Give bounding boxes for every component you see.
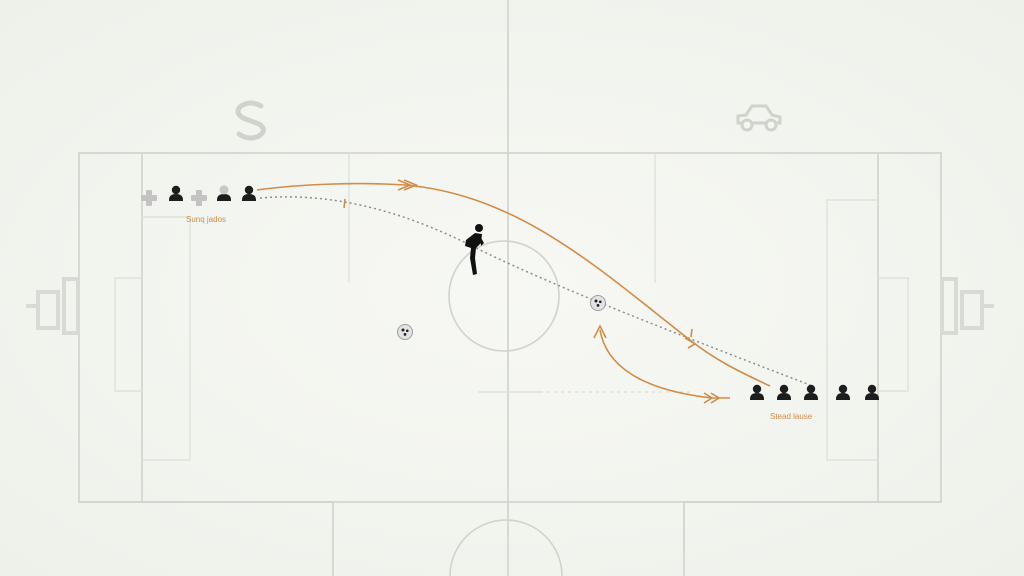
left-goal-box bbox=[114, 277, 142, 392]
bottom-centre-arc bbox=[449, 519, 563, 576]
dotted-ball-path bbox=[259, 196, 811, 386]
route-arrow-up bbox=[593, 324, 607, 339]
player-icon[interactable] bbox=[865, 384, 879, 400]
right-goal-icon bbox=[940, 277, 994, 335]
car-icon bbox=[736, 104, 782, 132]
right-penalty-box bbox=[826, 199, 878, 461]
left-group-label: Sunq jados bbox=[186, 215, 227, 224]
route-tick-right bbox=[690, 328, 693, 338]
bottom-left-box bbox=[79, 501, 334, 576]
player-icon[interactable] bbox=[242, 185, 256, 201]
ball-icon[interactable] bbox=[590, 295, 606, 311]
pitch-outline bbox=[78, 152, 942, 503]
player-marker-icon[interactable] bbox=[191, 190, 207, 206]
left-penalty-box bbox=[142, 216, 191, 461]
left-team-players bbox=[141, 185, 256, 206]
player-icon[interactable] bbox=[836, 384, 850, 400]
return-curve-route bbox=[599, 329, 730, 399]
right-team-players bbox=[750, 384, 879, 400]
ball-icon[interactable] bbox=[397, 324, 413, 340]
player-head-highlight bbox=[219, 185, 229, 195]
player-icon[interactable] bbox=[804, 384, 818, 400]
right-goal-box bbox=[878, 277, 909, 392]
player-marker-icon[interactable] bbox=[141, 190, 157, 206]
route-tick-left bbox=[343, 198, 346, 209]
route-arrow-right bbox=[703, 392, 721, 404]
player-icon[interactable] bbox=[169, 185, 183, 201]
right-group-label: Stead lause bbox=[770, 412, 813, 421]
route-arrow-mid bbox=[684, 337, 697, 349]
route-arrow-top bbox=[397, 179, 419, 191]
bottom-right-box bbox=[683, 501, 941, 576]
left-goal-icon bbox=[26, 277, 80, 335]
long-curve-route bbox=[256, 182, 771, 387]
pitch-lines bbox=[78, 0, 942, 576]
player-icon[interactable] bbox=[750, 384, 764, 400]
routes bbox=[256, 179, 811, 404]
running-player-icon[interactable] bbox=[465, 224, 484, 275]
s-emblem-icon bbox=[235, 100, 266, 141]
centre-circle bbox=[448, 240, 560, 352]
player-icon[interactable] bbox=[777, 384, 791, 400]
